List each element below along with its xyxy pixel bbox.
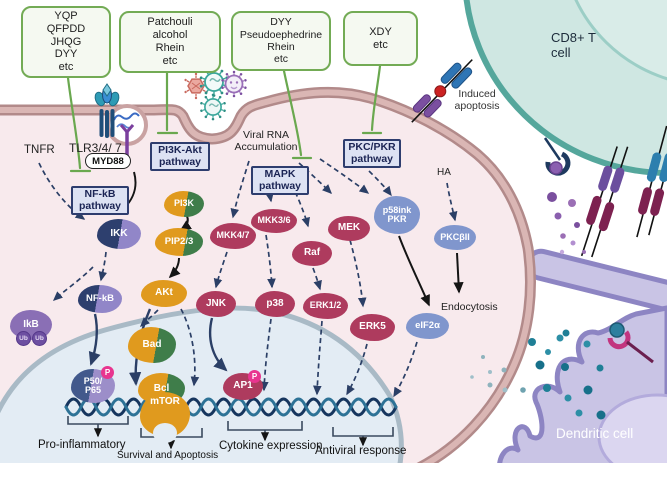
virus-icon-teal xyxy=(198,66,230,98)
protein-akt: AKt xyxy=(141,280,187,307)
ha-label: HA xyxy=(437,167,451,178)
herb-line: Patchouli xyxy=(147,16,193,29)
pathway-box-pi3k-akt: PI3K-Akt pathway xyxy=(150,142,210,171)
virus-icon-teal-pocket xyxy=(199,92,227,122)
protein-p38: p38 xyxy=(255,291,295,317)
protein-pi3k: PI3K xyxy=(164,191,204,217)
pathway-box-line: pathway xyxy=(258,179,301,192)
protein-nfkb: NF-kB xyxy=(78,285,122,313)
induced-apoptosis-line: Induced xyxy=(458,88,496,100)
herb-line: YQP xyxy=(54,9,78,22)
tcr-complex-icon xyxy=(580,146,629,258)
dendritic-cell-label: Dendritic cell xyxy=(556,426,634,441)
pathway-box-nfkb: NF-kB pathway xyxy=(71,186,129,215)
p50-line: P50/ xyxy=(83,375,103,386)
viral-rna-line: Accumulation xyxy=(234,141,298,153)
cd8-t-cell-shape xyxy=(463,0,667,176)
virus-icon-purple xyxy=(220,70,248,98)
pathway-box-line: pathway xyxy=(158,155,201,168)
pkr-line: PKR xyxy=(387,214,407,224)
ubiquitin-badge: Ub xyxy=(32,331,47,346)
protein-pkcbii: PKCβII xyxy=(434,225,476,250)
outcome-antiviral-response: Antiviral response xyxy=(315,445,407,457)
herb-line: etc xyxy=(273,53,288,66)
mtor-label: mTOR xyxy=(150,396,180,407)
protein-pip23: PIP2/3 xyxy=(155,228,203,256)
herb-line: etc xyxy=(58,61,74,74)
pathway-box-line: MAPK xyxy=(264,167,296,180)
inhibition-lines xyxy=(66,64,383,173)
host-cell-membrane-inner xyxy=(0,89,534,478)
herb-line: DYY xyxy=(54,48,78,61)
tcr-complex-icon-2 xyxy=(636,125,667,238)
cd8-label-line: cell xyxy=(551,45,571,60)
virus-icon-salmon xyxy=(183,72,209,100)
outcome-survival-apoptosis: Survival and Apoptosis xyxy=(117,450,219,461)
dna-helix xyxy=(64,397,398,417)
herb-box-dyy: DYY Pseudoephedrine Rhein etc xyxy=(231,11,331,71)
phospho-badge-p50: P xyxy=(101,366,114,379)
protein-eif2a: eIF2α xyxy=(406,313,449,339)
herb-box-xdy: XDY etc xyxy=(343,11,418,66)
induced-apoptosis-receptor-icon xyxy=(411,59,473,123)
herb-line: etc xyxy=(373,38,388,51)
herb-line: Rhein xyxy=(267,41,295,53)
pathway-box-line: PI3K-Akt xyxy=(158,143,202,156)
tlr-label: TLR3/4/ 7 xyxy=(69,141,122,155)
protein-mtor: mTOR xyxy=(140,392,190,443)
protein-p58ink-pkr: p58ink PKR xyxy=(374,196,420,234)
pathway-box-line: pathway xyxy=(78,199,121,212)
endosome-icon xyxy=(106,104,148,157)
tnfr-receptor-icon xyxy=(94,83,120,138)
protein-erk12: ERK1/2 xyxy=(303,293,348,319)
p58ink-line: p58ink xyxy=(382,204,412,215)
pathway-box-line: PKC/PKR xyxy=(348,140,396,153)
herb-line: QFPDD xyxy=(46,22,86,35)
induced-apoptosis-label: Induced apoptosis xyxy=(444,88,510,112)
mtor-notch xyxy=(153,423,177,443)
protein-mek: MEK xyxy=(328,216,370,241)
p65-line: P65 xyxy=(84,385,101,395)
viral-rna-line: Viral RNA xyxy=(243,129,289,141)
herb-box-patchouli: Patchouli alcohol Rhein etc xyxy=(119,11,221,73)
vesicle-dots xyxy=(470,329,606,420)
cd8-receptor-icon xyxy=(543,137,571,176)
viral-rna-accumulation-label: Viral RNA Accumulation xyxy=(224,129,308,153)
bottom-margin xyxy=(0,463,667,478)
pathway-box-mapk: MAPK pathway xyxy=(251,166,309,195)
pathway-box-line: pathway xyxy=(350,152,393,165)
cd8-t-cell-label: CD8+ T cell xyxy=(551,30,596,60)
dendritic-receptor-icon xyxy=(607,322,654,364)
granule-dots xyxy=(547,192,586,255)
cd8-label-line: CD8+ T xyxy=(551,30,596,45)
herb-line: JHQG xyxy=(50,35,82,48)
dendritic-cell-shape xyxy=(496,248,667,478)
herb-line: Pseudoephedrine xyxy=(239,28,323,41)
protein-ikk: IKK xyxy=(97,219,141,249)
endocytosis-label: Endocytosis xyxy=(441,301,498,313)
protein-raf: Raf xyxy=(292,241,332,266)
herb-line: alcohol xyxy=(152,29,188,42)
protein-bad: Bad xyxy=(128,327,176,363)
ubiquitin-badge: Ub xyxy=(16,331,31,346)
tnfr-label: TNFR xyxy=(24,144,55,156)
herb-line: etc xyxy=(162,54,178,67)
herb-line: Rhein xyxy=(155,42,185,54)
outcome-cytokine-expression: Cytokine expression xyxy=(219,440,323,452)
pathway-box-pkc-pkr: PKC/PKR pathway xyxy=(343,139,401,168)
protein-erk5: ERK5 xyxy=(350,314,395,341)
outcome-pro-inflammatory: Pro-inflammatory xyxy=(38,439,126,451)
protein-mkk36: MKK3/6 xyxy=(251,209,297,233)
myd88-label: MYD88 xyxy=(85,153,131,169)
pathway-box-line: NF-kB xyxy=(84,187,116,200)
phospho-badge-ap1: P xyxy=(248,370,261,383)
herb-line: DYY xyxy=(270,16,292,29)
herb-box-yqp: YQP QFPDD JHQG DYY etc xyxy=(21,6,111,78)
herb-line: XDY xyxy=(369,25,392,38)
protein-jnk: JNK xyxy=(196,291,236,317)
protein-mkk47: MKK4/7 xyxy=(210,223,256,249)
induced-apoptosis-line: apoptosis xyxy=(454,100,500,112)
